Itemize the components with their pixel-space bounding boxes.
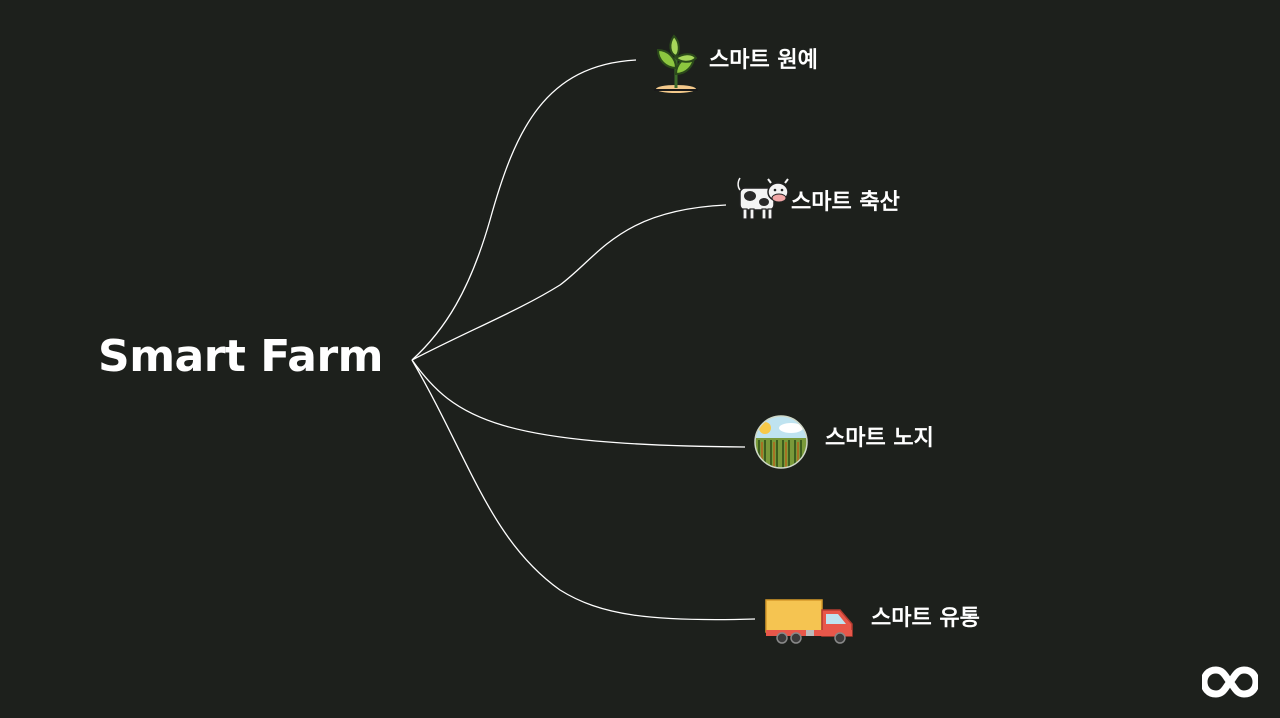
branch-label-livestock: 스마트 축산 [791,190,900,215]
sprout-icon [654,34,698,93]
connector-line-open-field [411,359,746,448]
connector-line-distribution [411,359,756,621]
cow-icon [737,177,789,220]
main-topic-title: Smart Farm [98,331,384,382]
connector-line-livestock [411,204,727,361]
field-icon [754,415,808,469]
connector-line-horticulture [411,59,637,361]
infinity-logo-icon [1202,666,1258,698]
truck-icon [765,599,853,644]
branch-label-open-field: 스마트 노지 [825,426,934,451]
branch-label-horticulture: 스마트 원예 [709,48,818,73]
branch-label-distribution: 스마트 유통 [871,606,980,631]
